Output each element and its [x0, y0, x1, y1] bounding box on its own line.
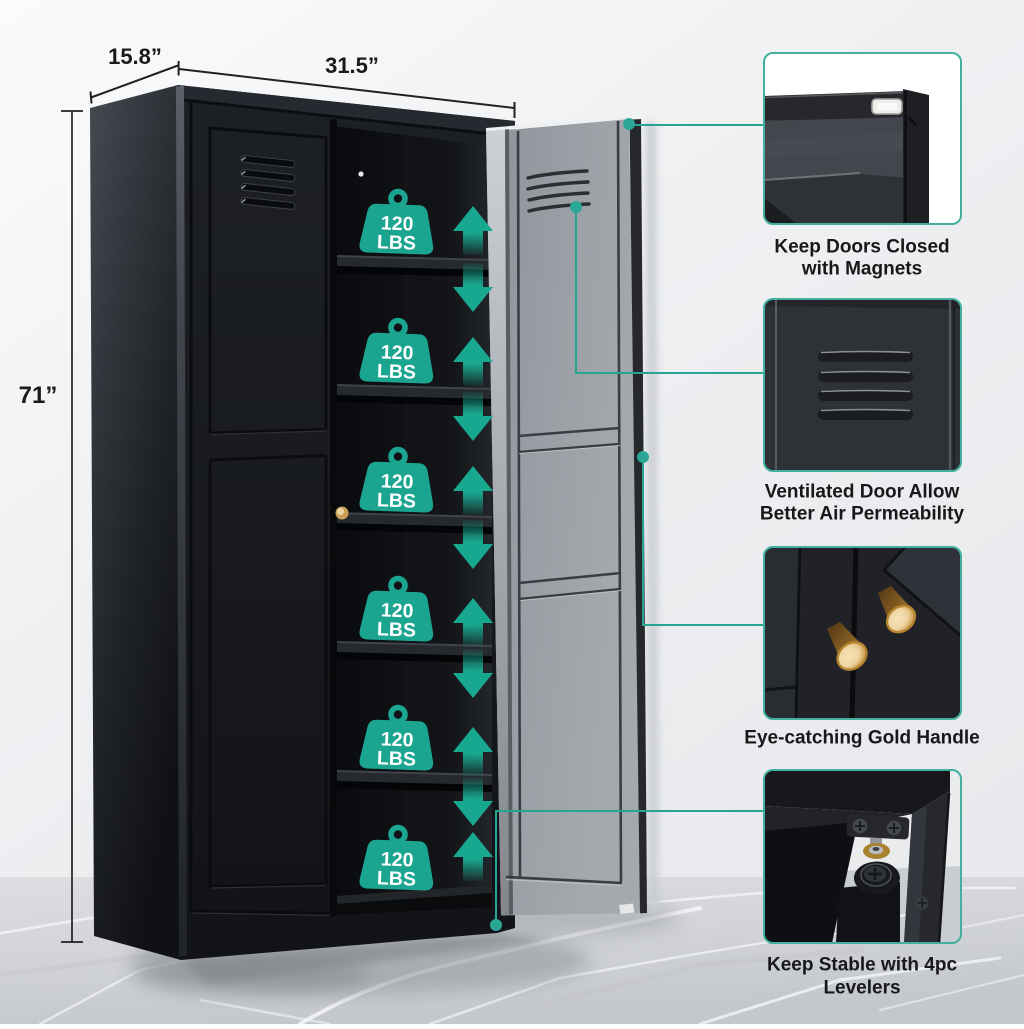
svg-text:LBS: LBS — [377, 231, 417, 254]
svg-text:120: 120 — [380, 212, 413, 235]
svg-text:Eye-catching Gold Handle: Eye-catching Gold Handle — [744, 728, 979, 749]
svg-text:15.8”: 15.8” — [108, 44, 162, 69]
svg-text:Keep Doors Closed: Keep Doors Closed — [774, 237, 949, 258]
svg-text:Keep Stable with 4pc: Keep Stable with 4pc — [767, 955, 957, 976]
svg-text:71”: 71” — [19, 382, 58, 409]
svg-text:Better Air Permeability: Better Air Permeability — [760, 504, 965, 525]
svg-text:Ventilated Door Allow: Ventilated Door Allow — [765, 482, 960, 503]
svg-text:with Magnets: with Magnets — [801, 259, 922, 280]
svg-text:Levelers: Levelers — [823, 978, 900, 999]
svg-text:31.5”: 31.5” — [325, 53, 379, 78]
